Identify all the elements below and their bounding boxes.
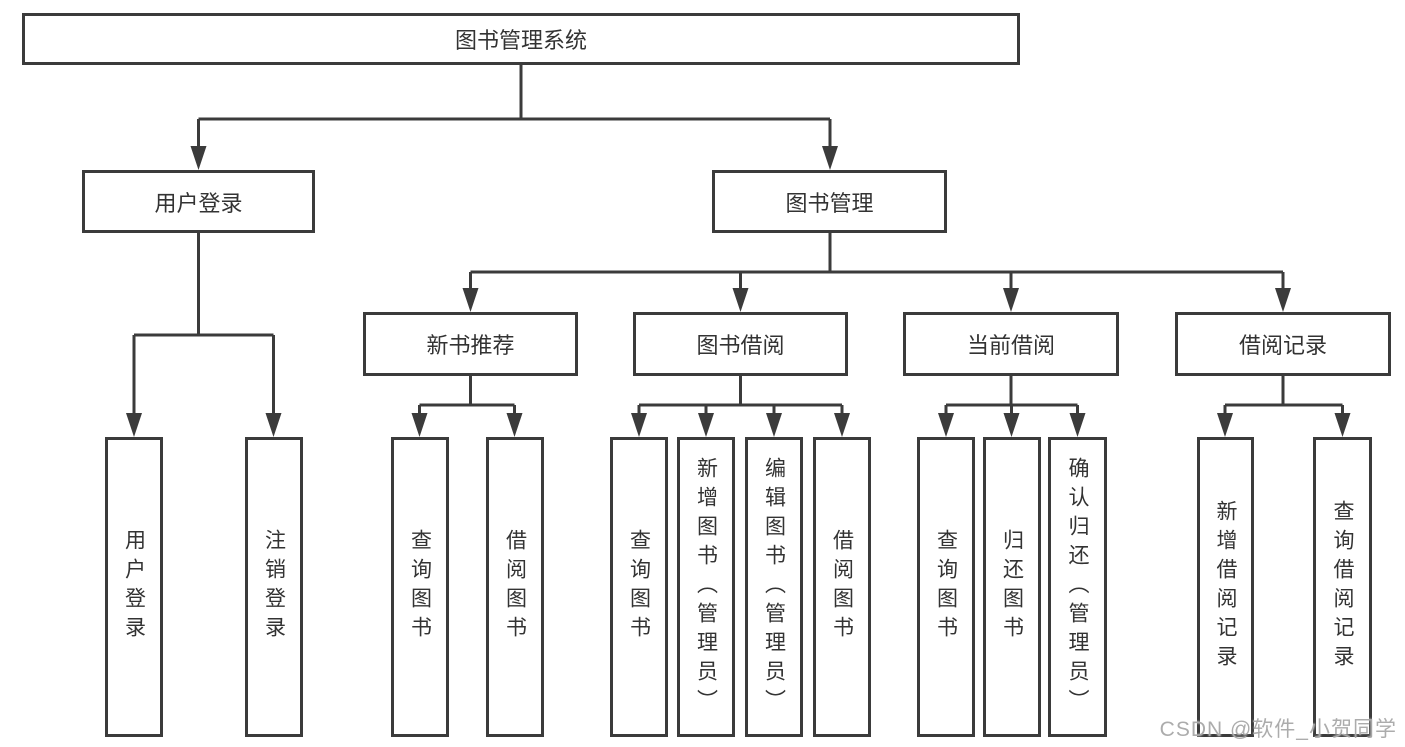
leaf-recommend-query-book: 查询图书 <box>391 437 449 737</box>
leaf-user-login: 用户登录 <box>105 437 163 737</box>
node-system-root: 图书管理系统 <box>22 13 1020 65</box>
node-label: 图书管理系统 <box>454 28 587 53</box>
leaf-recommend-borrow-book: 借阅图书 <box>486 437 544 737</box>
leaf-logout: 注销登录 <box>245 437 303 737</box>
node-label: 新增借阅记录 <box>1214 500 1237 674</box>
node-label: 借阅图书 <box>503 529 527 645</box>
connector-borrow-to-leaves <box>637 376 844 417</box>
connector-current-to-leaves <box>944 376 1079 417</box>
leaf-record-query-borrow-record: 查询借阅记录 <box>1313 437 1372 737</box>
node-label: 用户登录 <box>154 190 243 216</box>
node-label: 归还图书 <box>1000 529 1024 645</box>
leaf-record-add-borrow-record: 新增借阅记录 <box>1197 437 1254 737</box>
node-label: 借阅记录 <box>1238 333 1327 358</box>
node-label: 查询图书 <box>627 529 651 645</box>
node-label: 查询借阅记录 <box>1331 500 1354 674</box>
node-user-login: 用户登录 <box>82 170 315 233</box>
node-label: 图书管理 <box>785 190 874 216</box>
node-new-book-recommend: 新书推荐 <box>363 312 578 376</box>
leaf-current-query-book: 查询图书 <box>917 437 975 737</box>
connector-record-to-leaves <box>1223 376 1344 417</box>
node-label: 查询图书 <box>408 529 432 645</box>
node-label: 当前借阅 <box>966 333 1055 358</box>
node-label: 用户登录 <box>122 529 146 645</box>
node-current-borrow: 当前借阅 <box>903 312 1119 376</box>
leaf-borrow-query-book: 查询图书 <box>610 437 668 737</box>
arrowheads <box>126 146 1351 437</box>
leaf-current-confirm-return-admin: 确认归还（管理员） <box>1048 437 1107 737</box>
connector-userlogin-to-leaves <box>132 233 275 417</box>
node-borrow-record: 借阅记录 <box>1175 312 1391 376</box>
node-label: 新增图书（管理员） <box>694 456 718 718</box>
node-label: 借阅图书 <box>830 529 854 645</box>
node-label: 新书推荐 <box>426 333 515 358</box>
node-book-management: 图书管理 <box>712 170 947 233</box>
leaf-borrow-add-book-admin: 新增图书（管理员） <box>677 437 735 737</box>
node-label: 确认归还（管理员） <box>1066 456 1089 718</box>
connector-newbook-to-leaves <box>418 376 516 417</box>
node-label: 查询图书 <box>934 529 958 645</box>
leaf-borrow-edit-book-admin: 编辑图书（管理员） <box>745 437 803 737</box>
node-label: 注销登录 <box>262 529 286 645</box>
connector-root-to-level2 <box>197 65 832 150</box>
leaf-current-return-book: 归还图书 <box>983 437 1041 737</box>
leaf-borrow-borrow-book: 借阅图书 <box>813 437 871 737</box>
node-label: 编辑图书（管理员） <box>762 456 786 718</box>
node-label: 图书借阅 <box>696 333 785 358</box>
watermark: CSDN @软件_小贺同学 <box>1159 718 1397 741</box>
connector-bookmgmt-to-level3 <box>469 233 1285 292</box>
node-book-borrow: 图书借阅 <box>633 312 848 376</box>
